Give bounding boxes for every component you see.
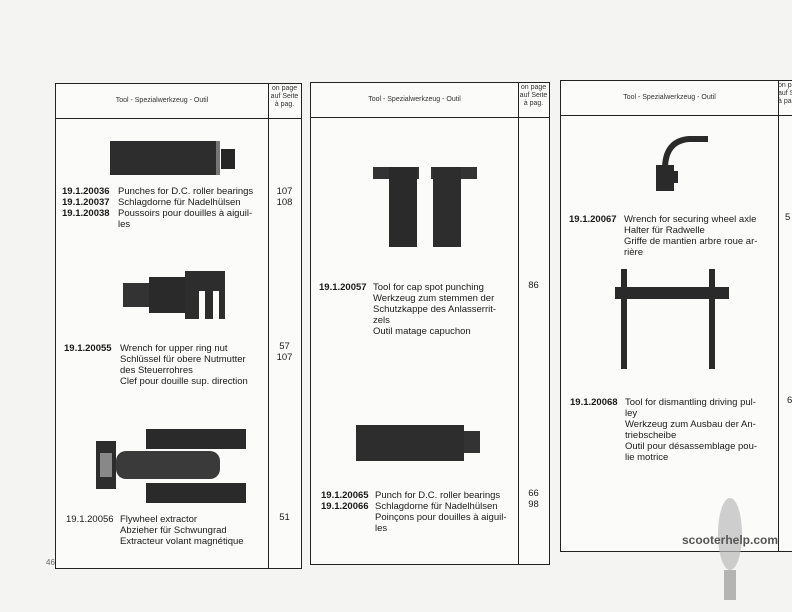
tool-desc: Poussoirs pour douilles à aiguil- [118, 208, 253, 219]
page-col-de: auf Seite [519, 92, 548, 99]
tool-desc: Werkzeug zum Ausbau der An- [625, 419, 756, 430]
tool-desc: Poinçons pour douilles à aiguil- [375, 512, 507, 523]
page-ref: 6 [787, 395, 792, 406]
tool-desc: Schlüssel für obere Nutmutter [120, 354, 246, 365]
tool-desc: les [118, 219, 131, 230]
tool-desc: Punch for D.C. roller bearings [375, 490, 501, 501]
tool-desc: Tool for cap spot punching [373, 282, 484, 293]
page-col-en: on page [271, 85, 298, 92]
punch-tool-image [110, 141, 235, 175]
header-title: Tool - Spezialwerkzeug - Outil [623, 94, 716, 101]
page-ref: 107 [276, 352, 293, 363]
page-refs: 51 [268, 512, 301, 523]
page-ref: 86 [528, 280, 539, 291]
tool-desc: Schlagdorne für Nadelhülsen [118, 197, 241, 208]
tool-code: 19.1.20056 [66, 514, 114, 525]
page-ref: 107 [276, 186, 293, 197]
tool-desc: Schlagdorne für Nadelhülsen [375, 501, 498, 512]
tool-code: 19.1.20067 [569, 214, 617, 225]
tool-code: 19.1.20037 [62, 197, 110, 208]
tool-desc: Wrench for upper ring nut [120, 343, 228, 354]
tool-desc: Outil matage capuchon [373, 326, 471, 337]
flywheel-extractor-image [96, 429, 246, 503]
page-column-divider [268, 84, 269, 568]
tool-desc: Clef pour douille sup. direction [120, 376, 248, 387]
page-ref: 5 [785, 212, 791, 223]
page-ref: 98 [528, 499, 539, 510]
page-col-en: on page [520, 84, 547, 91]
wrench-ring-nut-image [123, 271, 225, 319]
tool-desc: des Steuerrohres [120, 365, 193, 376]
tool-desc: ley [625, 408, 638, 419]
tool-code: 19.1.20068 [570, 397, 618, 408]
tool-panel-3: Tool - Spezialwerkzeug - Outil on pageau… [560, 80, 792, 552]
page-refs: 5 [785, 212, 790, 223]
page-ref: 66 [528, 488, 539, 499]
page-col-de: auf Seite [778, 90, 792, 97]
tool-desc: triebscheibe [625, 430, 677, 441]
page-refs: 86 [518, 280, 549, 291]
tool-desc: Tool for dismantling driving pul- [625, 397, 756, 408]
tool-desc: Abzieher für Schwungrad [120, 525, 227, 536]
page-ref: 108 [276, 197, 293, 208]
page-column-divider [778, 81, 779, 551]
tool-desc: Punches for D.C. roller bearings [118, 186, 254, 197]
tool-desc: les [375, 523, 388, 534]
scooter-logo-icon [718, 498, 742, 600]
page-column-divider [518, 83, 519, 564]
punch-bearing-tool-image [356, 425, 480, 461]
tool-code: 19.1.20038 [62, 208, 110, 219]
tool-code: 19.1.20065 [321, 490, 369, 501]
tool-code: 19.1.20036 [62, 186, 110, 197]
tool-desc: Werkzeug zum stemmen der [373, 293, 495, 304]
page-col-de: auf Seite [270, 93, 299, 100]
tool-code: 19.1.20066 [321, 501, 369, 512]
tool-desc: lie motrice [625, 452, 669, 463]
tool-desc: Flywheel extractor [120, 514, 198, 525]
cap-punching-tool-image [373, 167, 477, 247]
header-title: Tool - Spezialwerkzeug - Outil [115, 97, 209, 104]
panel-header: Tool - Spezialwerkzeug - Outil on pageau… [561, 81, 792, 116]
watermark: scooterhelp.com [682, 533, 779, 547]
tool-desc: zels [373, 315, 390, 326]
tool-desc: rière [624, 247, 644, 258]
header-title: Tool - Spezialwerkzeug - Outil [368, 96, 461, 103]
tool-desc: Halter für Radwelle [624, 225, 705, 236]
pulley-dismantling-tool-image [615, 269, 729, 369]
tool-desc: Extracteur volant magnétique [120, 536, 244, 547]
page-col-en: on page [778, 82, 792, 89]
page-col-fr: à pag. [523, 100, 544, 107]
page-ref: 51 [279, 512, 290, 523]
page-col-fr: à pag. [274, 101, 295, 108]
tool-code: 19.1.20057 [319, 282, 367, 293]
tool-code: 19.1.20055 [64, 343, 112, 354]
page-ref: 57 [279, 341, 290, 352]
page-refs: 6 [787, 395, 792, 406]
wheel-axle-wrench-image [656, 136, 708, 191]
tool-desc: Wrench for securing wheel axle [624, 214, 757, 225]
tool-desc: Outil pour désassemblage pou- [625, 441, 758, 452]
page-number: 46 [46, 558, 55, 567]
page-col-fr: à pag. [778, 98, 792, 105]
tool-desc: Griffe de mantien arbre roue ar- [624, 236, 758, 247]
tool-desc: Schutzkappe des Anlasserrit- [373, 304, 497, 315]
